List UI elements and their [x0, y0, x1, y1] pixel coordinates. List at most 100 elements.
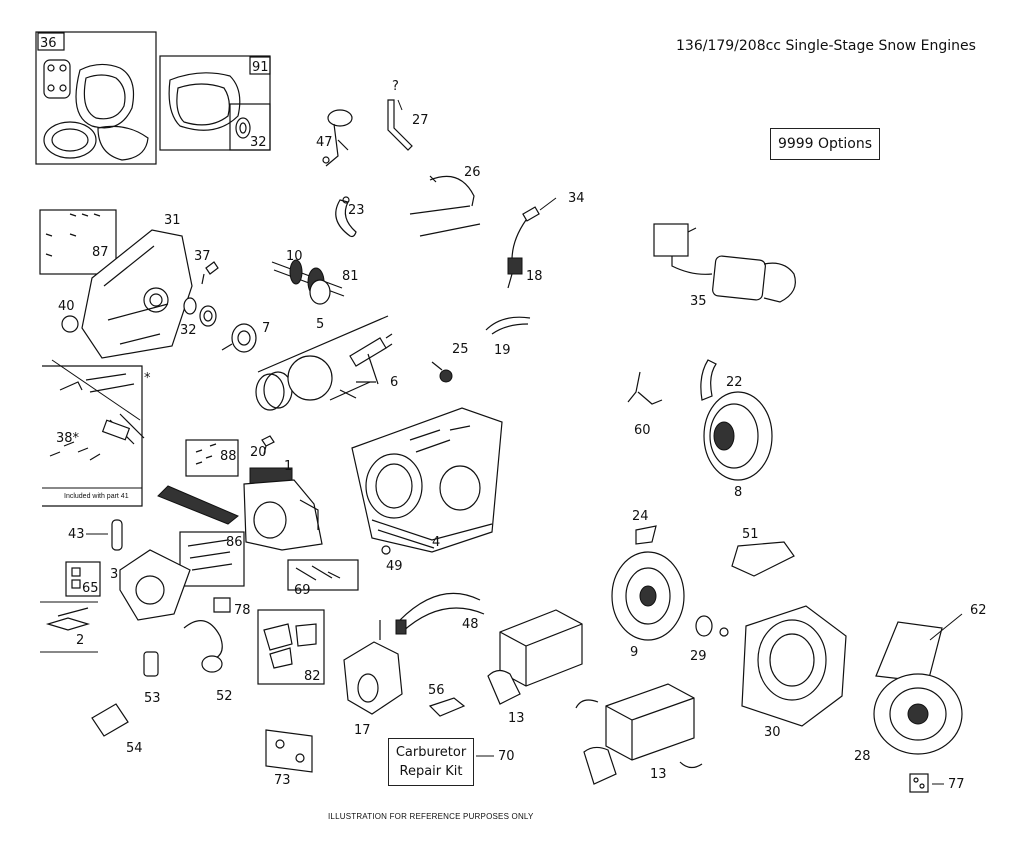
hose-23 — [335, 196, 357, 238]
piston-5-6 — [255, 315, 393, 411]
label-27: 27 — [412, 113, 429, 128]
label-82: 82 — [304, 669, 321, 684]
part-52 — [183, 620, 223, 673]
label-73: 73 — [274, 773, 291, 788]
label-49: 49 — [386, 559, 403, 574]
label-88: 88 — [220, 449, 237, 464]
carb-kit-line1: Carburetor — [395, 745, 467, 760]
muffler-13-a — [487, 609, 583, 705]
label-23: 23 — [348, 203, 365, 218]
label-37: 37 — [194, 249, 211, 264]
part-49 — [381, 545, 391, 555]
gasket-set-36 — [35, 31, 157, 165]
unknown-marker: ? — [392, 79, 399, 94]
options-box: 9999 Options — [770, 128, 880, 160]
carb-kit-number: 70 — [498, 749, 515, 764]
label-51: 51 — [742, 527, 759, 542]
label-29: 29 — [690, 649, 707, 664]
label-65: 65 — [82, 581, 99, 596]
crankcase-cover-31 — [39, 209, 193, 359]
label-18: 18 — [526, 269, 543, 284]
part-26 — [409, 175, 481, 237]
part-20 — [261, 435, 275, 455]
label-9: 9 — [630, 645, 638, 660]
label-40: 40 — [58, 299, 75, 314]
label-6: 6 — [390, 375, 398, 390]
part-69 — [287, 559, 359, 591]
label-87: 87 — [92, 245, 109, 260]
part-88 — [185, 439, 239, 477]
recoil-starter-28-62 — [873, 621, 963, 755]
ignition-lead-34-18 — [507, 206, 540, 289]
electric-starter-35 — [653, 223, 796, 303]
label-32-b: 32 — [180, 323, 197, 338]
label-10: 10 — [286, 249, 303, 264]
label-38: 38* — [56, 431, 80, 446]
label-54: 54 — [126, 741, 143, 756]
part-27 — [387, 99, 413, 151]
part-78 — [213, 597, 231, 613]
label-48: 48 — [462, 617, 479, 632]
part-51 — [731, 541, 795, 577]
label-19: 19 — [494, 343, 511, 358]
gaskets-82 — [257, 609, 325, 685]
label-8: 8 — [734, 485, 742, 500]
cylinder-head-1 — [157, 467, 323, 551]
seals-37-32 — [183, 261, 219, 327]
label-62: 62 — [970, 603, 987, 618]
label-5: 5 — [316, 317, 324, 332]
part-29 — [695, 615, 729, 637]
label-86: 86 — [226, 535, 243, 550]
part-77 — [909, 773, 929, 793]
label-13-a: 13 — [508, 711, 525, 726]
label-26: 26 — [464, 165, 481, 180]
label-13-b: 13 — [650, 767, 667, 782]
part-56 — [428, 697, 466, 717]
carburetor-repair-kit-box: Carburetor Repair Kit — [388, 738, 474, 786]
part-24 — [635, 525, 657, 545]
part-number-labels: 36 91 32 47 27 26 34 23 31 87 37 10 81 1… — [40, 36, 987, 792]
part-54 — [91, 703, 129, 737]
diagram-title: 136/179/208cc Single-Stage Snow Engines — [676, 38, 976, 54]
label-3: 3 — [110, 567, 118, 582]
label-52: 52 — [216, 689, 233, 704]
part-73 — [265, 729, 313, 773]
label-24: 24 — [632, 509, 649, 524]
label-22: 22 — [726, 375, 743, 390]
part-65 — [65, 561, 101, 597]
part-25 — [431, 361, 453, 383]
blower-housing-30 — [741, 605, 847, 727]
part-43 — [111, 519, 123, 551]
label-43: 43 — [68, 527, 85, 542]
label-91: 91 — [252, 60, 269, 75]
label-53: 53 — [144, 691, 161, 706]
label-30: 30 — [764, 725, 781, 740]
engine-block-4 — [351, 407, 503, 553]
label-28: 28 — [854, 749, 871, 764]
cam-gear-7 — [221, 323, 257, 353]
label-4: 4 — [432, 535, 440, 550]
label-34: 34 — [568, 191, 585, 206]
footer-note: ILLUSTRATION FOR REFERENCE PURPOSES ONLY — [328, 812, 534, 821]
part-22 — [700, 359, 717, 401]
part-60 — [627, 371, 663, 405]
label-78: 78 — [234, 603, 251, 618]
label-2: 2 — [76, 633, 84, 648]
bolts-86 — [179, 531, 245, 587]
label-17: 17 — [354, 723, 371, 738]
carb-kit-line2: Repair Kit — [399, 764, 463, 779]
label-25: 25 — [452, 342, 469, 357]
label-56: 56 — [428, 683, 445, 698]
gasket-set-91 — [159, 55, 271, 151]
oil-fill-47 — [322, 109, 353, 167]
part-19 — [485, 316, 531, 335]
muffler-13-b — [575, 683, 703, 785]
label-69: 69 — [294, 583, 311, 598]
label-36: 36 — [40, 36, 57, 51]
part-53 — [143, 651, 159, 677]
leader-lines — [86, 99, 963, 785]
label-1: 1 — [284, 459, 292, 474]
part-2 — [40, 601, 98, 653]
included-note: Included with part 41 — [64, 493, 129, 500]
